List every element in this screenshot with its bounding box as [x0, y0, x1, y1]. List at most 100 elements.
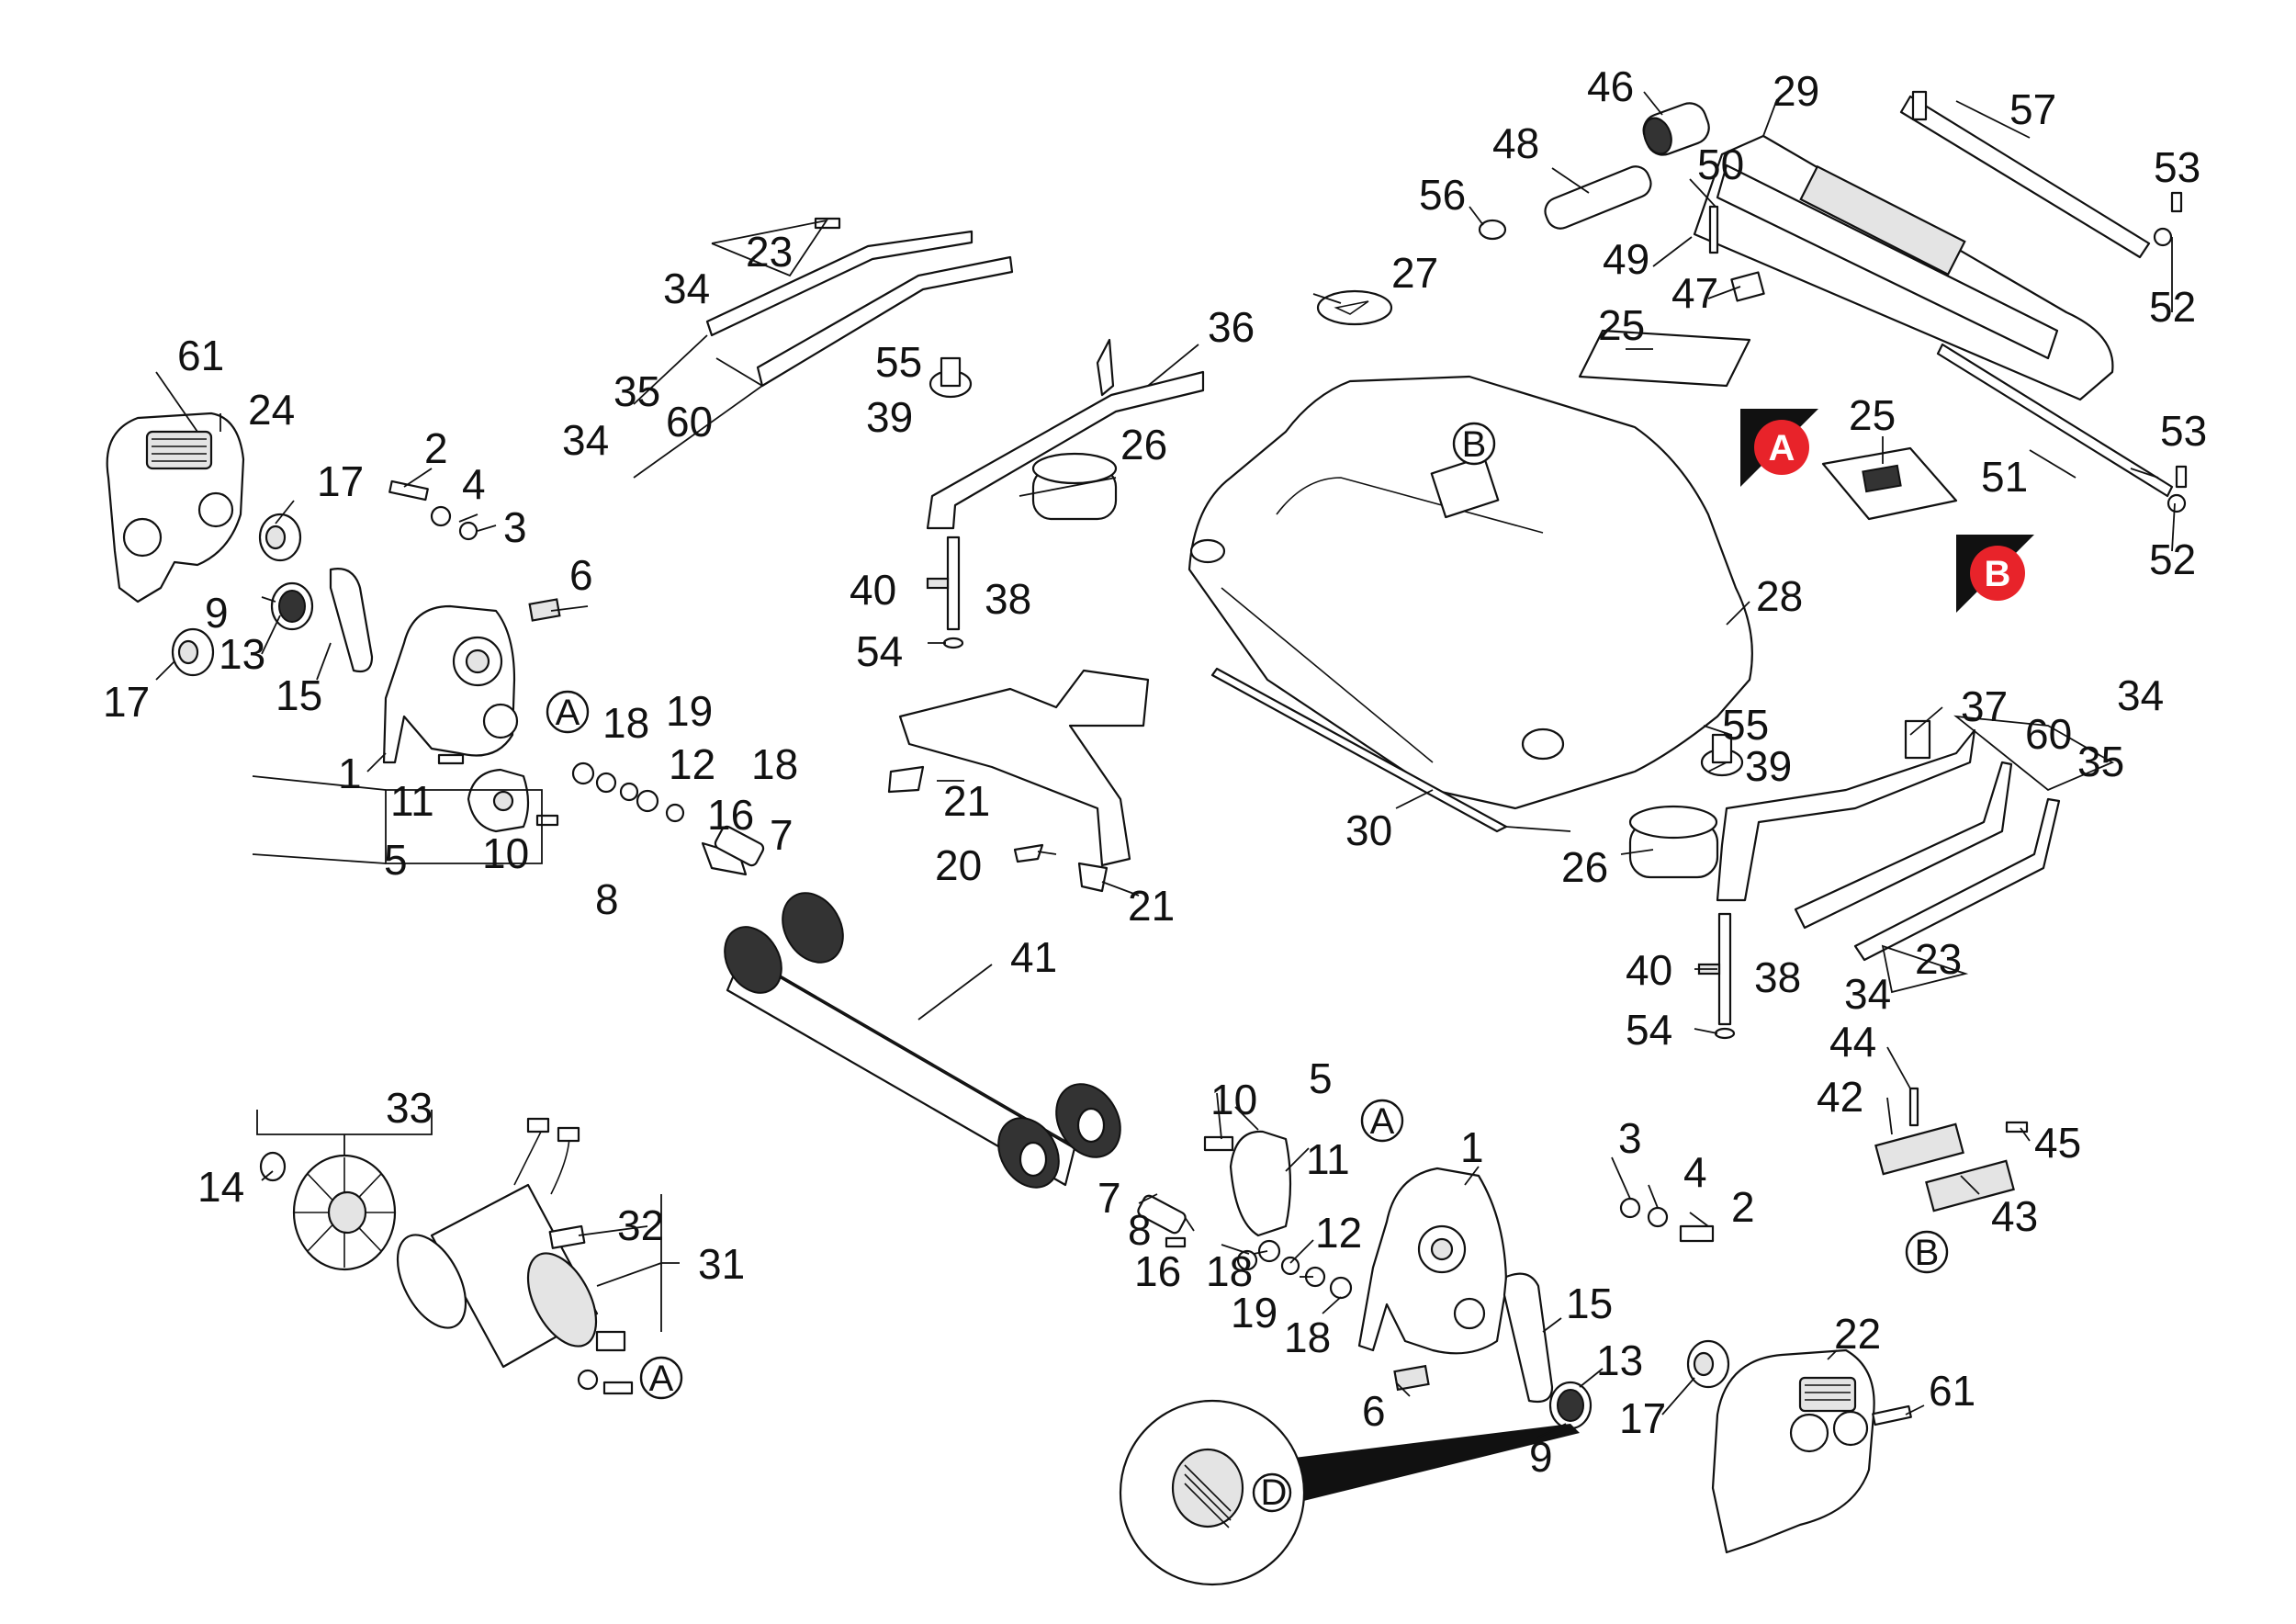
right-gear-13 [1548, 1381, 1593, 1430]
callout-3-left: 3 [503, 503, 527, 551]
callout-39-left: 39 [866, 393, 913, 441]
callout-60-right: 60 [2025, 710, 2072, 758]
tube-48 [1544, 165, 1652, 230]
callout-18-left-b: 18 [751, 740, 798, 788]
left-gear-housing-1 [382, 604, 519, 764]
callout-50: 50 [1697, 141, 1744, 188]
callout-1-left: 1 [338, 750, 362, 797]
ref-label-a-left: A [556, 693, 580, 733]
callout-13-left: 13 [219, 630, 265, 678]
callout-2-left: 2 [424, 424, 448, 472]
callout-16-right: 16 [1134, 1247, 1181, 1295]
callout-17-right: 17 [1619, 1394, 1666, 1442]
left-frame-bracket-36 [926, 338, 1205, 530]
callout-49: 49 [1603, 235, 1649, 283]
clip-56 [1478, 219, 1507, 241]
callout-12-left: 12 [669, 740, 715, 788]
callout-55-left: 55 [875, 338, 922, 386]
ref-label-a-gearbox: A [1370, 1101, 1395, 1142]
motor-31 [396, 1117, 599, 1369]
callout-1-right: 1 [1460, 1123, 1484, 1171]
callout-35-left: 35 [613, 367, 660, 415]
callout-25-b: 25 [1849, 391, 1896, 439]
callout-61-right: 61 [1929, 1367, 1975, 1415]
callout-13-right: 13 [1596, 1336, 1643, 1384]
ref-label-b-2: B [1915, 1233, 1940, 1273]
left-belt-15 [329, 568, 374, 673]
connectors-42-43 [1874, 1087, 2029, 1212]
callout-34-left-a: 34 [663, 265, 710, 312]
emblem-27 [1316, 289, 1393, 326]
callout-37: 37 [1961, 682, 2008, 730]
callout-6-left: 6 [569, 551, 593, 599]
callout-20: 20 [935, 841, 982, 889]
plate-25 [1578, 329, 1751, 388]
ref-circle-a-left: A [546, 690, 590, 734]
left-knob-39 [929, 356, 973, 399]
bar-57 [1899, 90, 2151, 259]
motor-small-parts [577, 1330, 634, 1395]
callout-52-b: 52 [2149, 536, 2196, 583]
callout-38-left: 38 [985, 575, 1031, 623]
callout-30: 30 [1345, 806, 1392, 854]
right-frame-bracket-37 [1716, 719, 1976, 902]
callout-12-right: 12 [1315, 1209, 1362, 1257]
callout-33: 33 [386, 1084, 433, 1132]
bar-51 [1936, 343, 2174, 498]
right-shaft-38 [1697, 912, 1736, 1040]
callout-54-right: 54 [1626, 1006, 1672, 1054]
badge-b-label: B [1985, 554, 2011, 594]
left-handle-brackets [705, 217, 1014, 388]
callout-7-left: 7 [770, 811, 793, 859]
callout-23-right: 23 [1915, 935, 1962, 983]
left-wheel-26 [1031, 452, 1118, 521]
callout-3-right: 3 [1618, 1114, 1642, 1162]
ref-circle-a-gearbox: A [1360, 1099, 1404, 1143]
callout-19-right: 19 [1231, 1289, 1277, 1336]
callout-44: 44 [1829, 1018, 1876, 1066]
callout-35-right: 35 [2077, 738, 2124, 785]
callout-8-right: 8 [1128, 1206, 1152, 1254]
callout-15-right: 15 [1566, 1280, 1613, 1327]
callout-54-left: 54 [856, 627, 903, 675]
ref-label-a-motor: A [649, 1359, 674, 1399]
ref-label-d: D [1261, 1472, 1288, 1513]
leader-lines [155, 91, 2176, 1438]
right-cover-5 [1203, 1130, 1292, 1237]
callout-10-left: 10 [482, 829, 529, 877]
small-parts-top-right [1708, 191, 2188, 513]
callout-26-right: 26 [1561, 843, 1608, 891]
callout-43: 43 [1991, 1192, 2038, 1240]
center-housing-28 [1187, 375, 1753, 810]
callout-36: 36 [1208, 303, 1255, 351]
callout-11-left: 11 [390, 777, 434, 825]
plate-25-b [1821, 446, 1958, 521]
callout-34-right-a: 34 [2117, 671, 2164, 719]
callout-25-a: 25 [1598, 301, 1645, 349]
callout-42: 42 [1817, 1073, 1863, 1121]
callout-17-upper-left: 17 [317, 457, 364, 505]
left-pulley-17-upper [258, 513, 302, 562]
callout-21-a: 21 [943, 777, 990, 825]
callout-14: 14 [197, 1163, 244, 1211]
callout-5-right: 5 [1309, 1054, 1333, 1102]
callout-32: 32 [617, 1201, 664, 1249]
callout-17-lower-left: 17 [103, 678, 150, 726]
callout-24: 24 [248, 386, 295, 434]
callout-6-right: 6 [1362, 1387, 1386, 1435]
callout-41: 41 [1010, 933, 1057, 981]
right-gear-housing-1 [1357, 1167, 1508, 1355]
callout-47: 47 [1671, 269, 1718, 317]
right-pulley-17 [1686, 1339, 1730, 1389]
ref-circle-b-connectors: B [1905, 1230, 1949, 1274]
right-belt-15 [1503, 1272, 1554, 1404]
callout-46: 46 [1587, 62, 1634, 110]
left-small-parts [388, 479, 748, 876]
callout-7-right: 7 [1097, 1174, 1121, 1222]
callout-56: 56 [1419, 171, 1466, 219]
fan-wheel-33 [292, 1154, 397, 1271]
callout-26-left: 26 [1120, 421, 1167, 468]
callout-28: 28 [1756, 572, 1803, 620]
callout-57: 57 [2009, 85, 2056, 133]
